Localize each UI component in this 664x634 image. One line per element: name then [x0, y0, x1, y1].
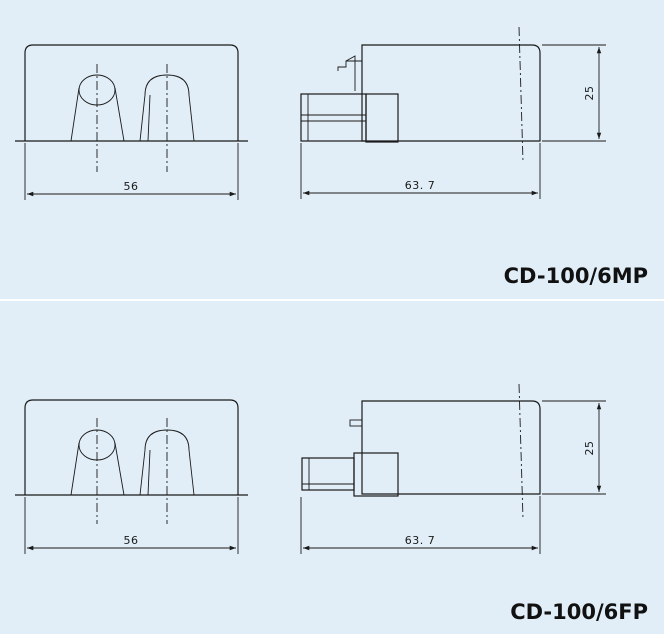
side-height-label: 25	[583, 441, 596, 456]
latch	[337, 55, 362, 91]
plug-left	[70, 74, 125, 142]
connector-housing	[353, 452, 399, 497]
side-height-label: 25	[583, 86, 596, 101]
panel-mp: 56 63. 7 25	[15, 26, 606, 200]
connector-housing	[365, 93, 399, 143]
panel-fp: 56 63. 7 25	[15, 383, 606, 554]
connector-plug	[300, 93, 367, 142]
front-view: 56	[15, 44, 248, 200]
plug-left	[70, 429, 125, 496]
front-outline	[24, 44, 239, 141]
panel-divider	[0, 299, 664, 301]
side-centerline	[518, 26, 524, 163]
side-body-outline	[361, 400, 541, 495]
connector-socket	[301, 457, 355, 491]
model-label-mp: CD-100/6MP	[503, 264, 648, 288]
front-outline	[24, 399, 239, 495]
side-body-outline	[361, 44, 541, 142]
side-centerline	[518, 383, 524, 520]
latch	[349, 419, 363, 427]
plug-right	[139, 74, 195, 142]
model-label-fp: CD-100/6FP	[510, 600, 648, 624]
front-width-label: 56	[124, 180, 139, 193]
front-width-label: 56	[124, 534, 139, 547]
side-length-label: 63. 7	[405, 179, 436, 192]
side-length-label: 63. 7	[405, 534, 436, 547]
front-view: 56	[15, 399, 248, 554]
side-view: 63. 7 25	[300, 383, 606, 554]
side-view: 63. 7 25	[300, 26, 606, 199]
